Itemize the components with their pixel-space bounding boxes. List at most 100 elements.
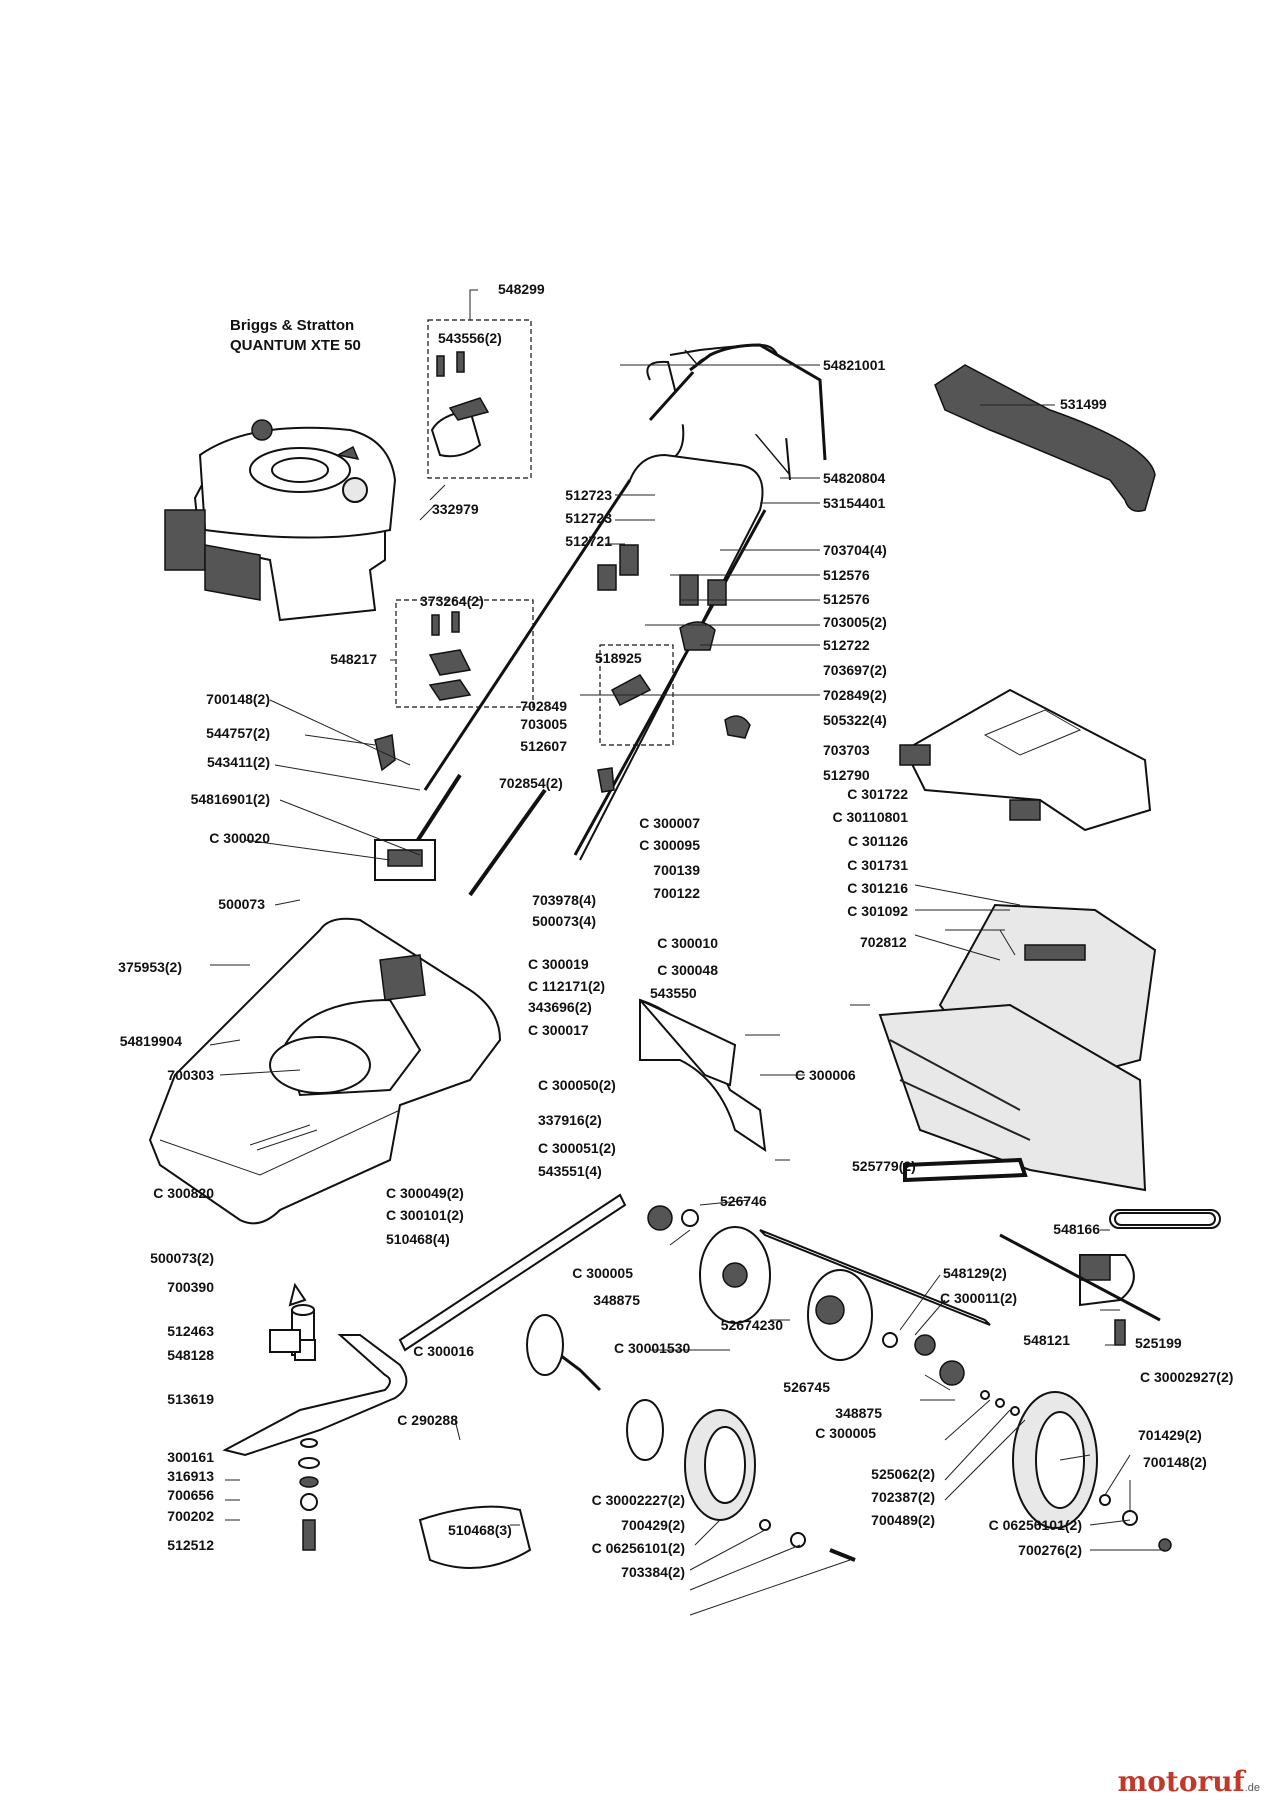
part-label: C 300049(2) xyxy=(386,1185,464,1201)
part-label: C 300019 xyxy=(528,956,589,972)
part-label: C 300050(2) xyxy=(538,1077,616,1093)
leader-lines xyxy=(209,364,1165,1616)
part-label: 526745 xyxy=(783,1379,830,1395)
engine-drawing xyxy=(164,419,397,622)
part-label: 510468(3) xyxy=(448,1522,512,1538)
part-label: C 301126 xyxy=(848,833,908,849)
part-label: 512790 xyxy=(823,767,870,783)
blade-drawing xyxy=(222,1282,408,1551)
part-label: 505322(4) xyxy=(823,712,887,728)
part-label: 700139 xyxy=(653,862,700,878)
part-label: C 300095 xyxy=(639,837,700,853)
part-label: 700148(2) xyxy=(206,691,270,707)
part-label: 700303 xyxy=(167,1067,214,1083)
part-label: 500073(4) xyxy=(532,913,596,929)
part-label: 702812 xyxy=(860,934,907,950)
part-label: 703703 xyxy=(823,742,870,758)
part-label: C 301216 xyxy=(847,880,908,896)
part-label: 702387(2) xyxy=(871,1489,935,1505)
part-label: 373264(2) xyxy=(420,593,484,609)
handle-cover-drawing xyxy=(934,364,1156,512)
part-label: C 300006 xyxy=(795,1067,856,1083)
part-label: C 300010 xyxy=(657,935,718,951)
part-label: 316913 xyxy=(167,1468,214,1484)
part-label: 543551(4) xyxy=(538,1163,602,1179)
part-label: 348875 xyxy=(835,1405,882,1421)
logo-tld: .de xyxy=(1244,1782,1260,1794)
part-label: C 300007 xyxy=(639,815,700,831)
part-label: 702849 xyxy=(520,698,567,714)
part-label: 543550 xyxy=(650,985,697,1001)
part-label: 512723 xyxy=(565,487,612,503)
part-label: 548121 xyxy=(1023,1332,1070,1348)
part-label: 700122 xyxy=(653,885,700,901)
part-label: 337916(2) xyxy=(538,1112,602,1128)
engine-model-label: QUANTUM XTE 50 xyxy=(230,337,361,354)
part-label: 703704(4) xyxy=(823,542,887,558)
loop-handle-drawing xyxy=(648,343,827,461)
part-label: 703005(2) xyxy=(823,614,887,630)
part-label: 53154401 xyxy=(823,495,886,511)
part-label: 510468(4) xyxy=(386,1231,450,1247)
part-label: C 301722 xyxy=(847,786,908,802)
part-label: 548129(2) xyxy=(943,1265,1007,1281)
deck-drawing xyxy=(148,839,502,1225)
part-label: C 300011(2) xyxy=(940,1290,1017,1306)
part-label: 700276(2) xyxy=(1018,1542,1082,1558)
baffle-drawing xyxy=(418,998,767,1569)
part-label: C 301092 xyxy=(847,903,908,919)
part-label: 343696(2) xyxy=(528,999,592,1015)
part-label: 525199 xyxy=(1135,1335,1182,1351)
throttle-kit-drawing xyxy=(419,289,532,521)
part-label: 500073 xyxy=(218,896,265,912)
part-label: 548299 xyxy=(498,281,545,297)
part-label: C 300101(2) xyxy=(386,1207,464,1223)
part-label: 300161 xyxy=(167,1449,214,1465)
part-label: 700390 xyxy=(167,1279,214,1295)
part-label: 531499 xyxy=(1060,396,1107,412)
part-label: C 300020 xyxy=(209,830,270,846)
part-label: 375953(2) xyxy=(118,959,182,975)
part-label: 703384(2) xyxy=(621,1564,685,1580)
part-label: C 30002227(2) xyxy=(592,1492,685,1508)
engine-brand-label: Briggs & Stratton xyxy=(230,317,354,334)
part-label: 543411(2) xyxy=(207,754,270,770)
gear-drawing xyxy=(699,1209,1221,1386)
part-label: C 06256101(2) xyxy=(592,1540,685,1556)
part-label: 500073(2) xyxy=(150,1250,214,1266)
part-label: 332979 xyxy=(432,501,479,517)
part-label: 548166 xyxy=(1053,1221,1100,1237)
part-label: 348875 xyxy=(593,1292,640,1308)
part-label: C 300017 xyxy=(528,1022,589,1038)
part-label: C 300005 xyxy=(572,1265,633,1281)
part-label: 512722 xyxy=(823,637,870,653)
logo-text: motoruf xyxy=(1117,1765,1245,1798)
part-label: 700489(2) xyxy=(871,1512,935,1528)
part-label: C 290288 xyxy=(397,1412,458,1428)
part-label: C 300016 xyxy=(413,1343,474,1359)
part-label: 512607 xyxy=(520,738,567,754)
part-label: C 300051(2) xyxy=(538,1140,616,1156)
part-label: 54819904 xyxy=(120,1033,183,1049)
part-label: C 300005 xyxy=(815,1425,876,1441)
part-label: 700148(2) xyxy=(1143,1454,1207,1470)
part-label: 702854(2) xyxy=(499,775,563,791)
part-label: 513619 xyxy=(167,1391,214,1407)
motoruf-logo: motoruf.de xyxy=(1118,1765,1260,1798)
part-label: 512721 xyxy=(565,533,612,549)
part-label: 543556(2) xyxy=(438,330,502,346)
part-label: C 300820 xyxy=(153,1185,214,1201)
part-label: 548217 xyxy=(330,651,377,667)
part-label: C 30001530 xyxy=(614,1340,691,1356)
cable-kit-drawing xyxy=(395,599,534,708)
part-label: 525062(2) xyxy=(871,1466,935,1482)
part-label: C 112171(2) xyxy=(528,978,605,994)
part-label: C 06256101(2) xyxy=(989,1517,1082,1533)
grass-box-drawing xyxy=(878,903,1157,1192)
deflector-flap-drawing xyxy=(899,688,1152,832)
part-label: 700656 xyxy=(167,1487,214,1503)
part-label: 526746 xyxy=(720,1193,767,1209)
wheels-drawing xyxy=(684,1390,1172,1562)
part-label: 703978(4) xyxy=(532,892,596,908)
